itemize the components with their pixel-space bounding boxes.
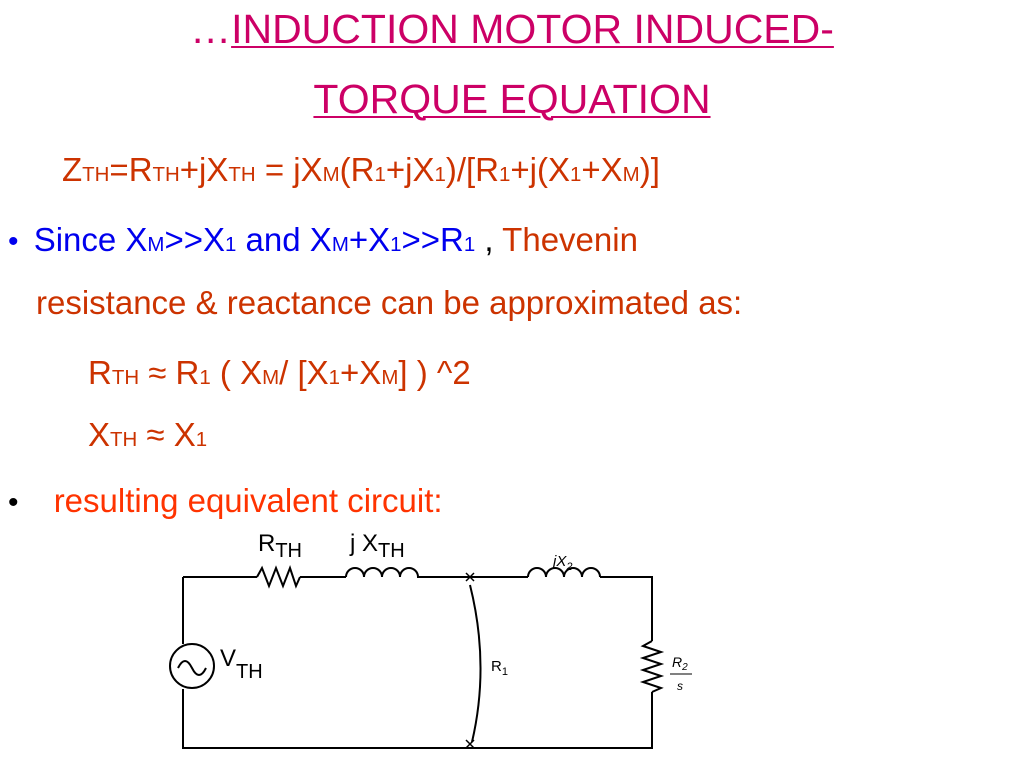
ap-sub: 1: [195, 428, 208, 451]
cond-sub: M: [331, 233, 349, 256]
node-x-bottom: [465, 739, 475, 749]
r2-label: R2: [672, 654, 688, 673]
eq-part: Z: [62, 151, 83, 188]
ap-part: ≈ X: [137, 416, 196, 453]
eq-sub: 1: [570, 163, 582, 186]
bullet-since-continuation: resistance & reactance can be approximat…: [36, 284, 743, 321]
bullet-marker: •: [8, 225, 19, 258]
vth-source: [169, 643, 215, 689]
bullet-since: • Since XM>>X1 and XM+X1>>R1 , Thevenin: [8, 220, 638, 265]
eq-part: (R: [339, 151, 375, 188]
cond-sub: 1: [390, 233, 402, 256]
ap-part: ] ) ^2: [398, 354, 471, 391]
circuit-caption: resulting equivalent circuit:: [53, 482, 443, 519]
ap-part: X: [88, 416, 111, 453]
wire: [600, 576, 653, 641]
ap-sub: TH: [111, 366, 140, 389]
cond-part: >>X: [164, 221, 226, 258]
x2-inductor: [527, 567, 601, 578]
cond-sub: 1: [225, 233, 237, 256]
x2-label: jX2: [551, 553, 572, 573]
comma: ,: [475, 221, 494, 258]
ap-sub: 1: [199, 366, 211, 389]
r1-label: R1: [491, 658, 508, 678]
ap-part: / [X: [279, 354, 329, 391]
title-ellipsis: …: [190, 6, 232, 52]
eq-part: =R: [109, 151, 153, 188]
r2-resistor: [639, 640, 665, 693]
bullet-circuit: • resulting equivalent circuit:: [8, 481, 443, 523]
eq-sub: 1: [374, 163, 386, 186]
cond-part: Since X: [33, 221, 148, 258]
r1-branch: [469, 584, 482, 743]
cond-part: and X: [236, 221, 332, 258]
cond-sub: M: [147, 233, 165, 256]
eq-sub: 1: [434, 163, 446, 186]
eq-part: +jX: [179, 151, 229, 188]
ap-sub: 1: [328, 366, 341, 389]
eq-part: +jX: [385, 151, 435, 188]
thevenin-equation: ZTH=RTH+jXTH = jXM(R1+jX1)/[R1+j(X1+XM)]: [62, 150, 660, 195]
since-condition: Since XM>>X1 and XM+X1>>R1: [34, 221, 476, 258]
eq-part: )/[R: [445, 151, 500, 188]
bullet-marker: •: [8, 486, 19, 519]
eq-sub: TH: [228, 163, 256, 186]
ap-part: R: [88, 354, 112, 391]
ap-part: ≈ R: [139, 354, 200, 391]
page-title: …INDUCTION MOTOR INDUCED-: [0, 6, 1024, 52]
rth-label: RTH: [258, 530, 302, 562]
cond-part: +X: [348, 221, 391, 258]
eq-sub: 1: [499, 163, 511, 186]
ap-part: ( X: [210, 354, 263, 391]
cond-sub: 1: [463, 233, 476, 256]
thevenin-word: Thevenin: [493, 221, 638, 258]
r2-denominator: s: [677, 679, 683, 693]
eq-part: +X: [581, 151, 623, 188]
sine-icon: [177, 660, 207, 676]
vth-label: VTH: [220, 645, 263, 683]
eq-part: = jX: [255, 151, 323, 188]
cond-part: >>R: [401, 221, 464, 258]
ap-sub: M: [381, 366, 399, 389]
eq-part: +j(X: [510, 151, 570, 188]
node-x-top: [465, 572, 475, 582]
ap-sub: TH: [110, 428, 138, 451]
eq-sub: M: [322, 163, 340, 186]
page-title-line-2: TORQUE EQUATION: [0, 76, 1024, 122]
xth-inductor: [345, 567, 420, 578]
rth-approximation: RTH ≈ R1 ( XM/ [X1+XM] ) ^2: [88, 353, 471, 398]
title-line-2: TORQUE EQUATION: [313, 76, 711, 122]
rth-resistor: [256, 565, 301, 589]
ap-sub: M: [262, 366, 280, 389]
xth-approximation: XTH ≈ X1: [88, 415, 207, 460]
eq-sub: M: [622, 163, 640, 186]
eq-sub: TH: [152, 163, 180, 186]
eq-sub: TH: [82, 163, 110, 186]
wire: [182, 689, 653, 749]
eq-part: )]: [639, 151, 660, 188]
title-line-1: INDUCTION MOTOR INDUCED-: [231, 6, 834, 52]
xth-label: j XTH: [349, 530, 405, 562]
ap-part: +X: [340, 354, 382, 391]
